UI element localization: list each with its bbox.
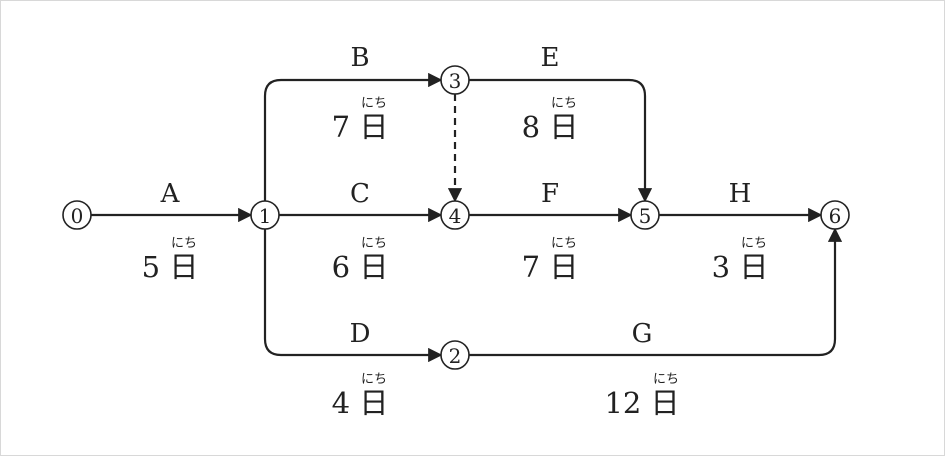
- node-label-1: 1: [259, 204, 272, 228]
- activity-reading-b: にち: [361, 96, 387, 111]
- node-4: 4: [440, 200, 470, 230]
- arrow-g: [469, 227, 843, 357]
- node-5: 5: [630, 200, 660, 230]
- activity-label-e: E: [541, 43, 560, 73]
- node-circle-1: [250, 200, 280, 230]
- activity-reading-d: にち: [361, 372, 387, 387]
- activity-label-d: D: [350, 319, 371, 349]
- node-circle-5: [630, 200, 660, 230]
- node-label-2: 2: [449, 344, 462, 368]
- activity-reading-e: にち: [551, 96, 577, 111]
- node-circle-6: [820, 200, 850, 230]
- node-label-5: 5: [639, 204, 652, 228]
- node-6: 6: [820, 200, 850, 230]
- activity-reading-a: にち: [171, 236, 197, 251]
- activity-duration-h: 3 日: [712, 250, 769, 284]
- activity-duration-g: 12 日: [604, 386, 679, 420]
- activity-label-a: A: [160, 179, 181, 209]
- node-circle-4: [440, 200, 470, 230]
- activity-label-f: F: [541, 179, 559, 209]
- activity-label-h: H: [729, 179, 752, 209]
- activity-label-c: C: [350, 179, 370, 209]
- activity-duration-c: 6 日: [332, 250, 389, 284]
- node-circle-3: [440, 65, 470, 95]
- node-0: 0: [62, 200, 92, 230]
- node-2: 2: [440, 340, 470, 370]
- arrow-d: [263, 229, 443, 363]
- activity-label-g: G: [632, 319, 653, 349]
- activity-duration-d: 4 日: [332, 386, 389, 420]
- edges-layer: [91, 72, 843, 363]
- node-circle-2: [440, 340, 470, 370]
- node-label-0: 0: [71, 204, 84, 228]
- node-label-6: 6: [829, 204, 842, 228]
- node-label-4: 4: [449, 204, 462, 228]
- activity-duration-a: 5 日: [142, 250, 199, 284]
- node-1: 1: [250, 200, 280, 230]
- activity-reading-g: にち: [653, 372, 679, 387]
- node-3: 3: [440, 65, 470, 95]
- arrow-b: [263, 72, 443, 201]
- activity-duration-e: 8 日: [522, 110, 579, 144]
- activity-duration-f: 7 日: [522, 250, 579, 284]
- node-circle-0: [62, 200, 92, 230]
- node-label-3: 3: [449, 69, 462, 93]
- activity-reading-h: にち: [741, 236, 767, 251]
- activity-duration-b: 7 日: [332, 110, 389, 144]
- activity-reading-f: にち: [551, 236, 577, 251]
- arrow-e: [469, 78, 653, 203]
- activity-label-b: B: [350, 43, 369, 73]
- activity-reading-c: にち: [361, 236, 387, 251]
- nodes-layer: 0 1 2 3 4 5 6: [62, 65, 850, 370]
